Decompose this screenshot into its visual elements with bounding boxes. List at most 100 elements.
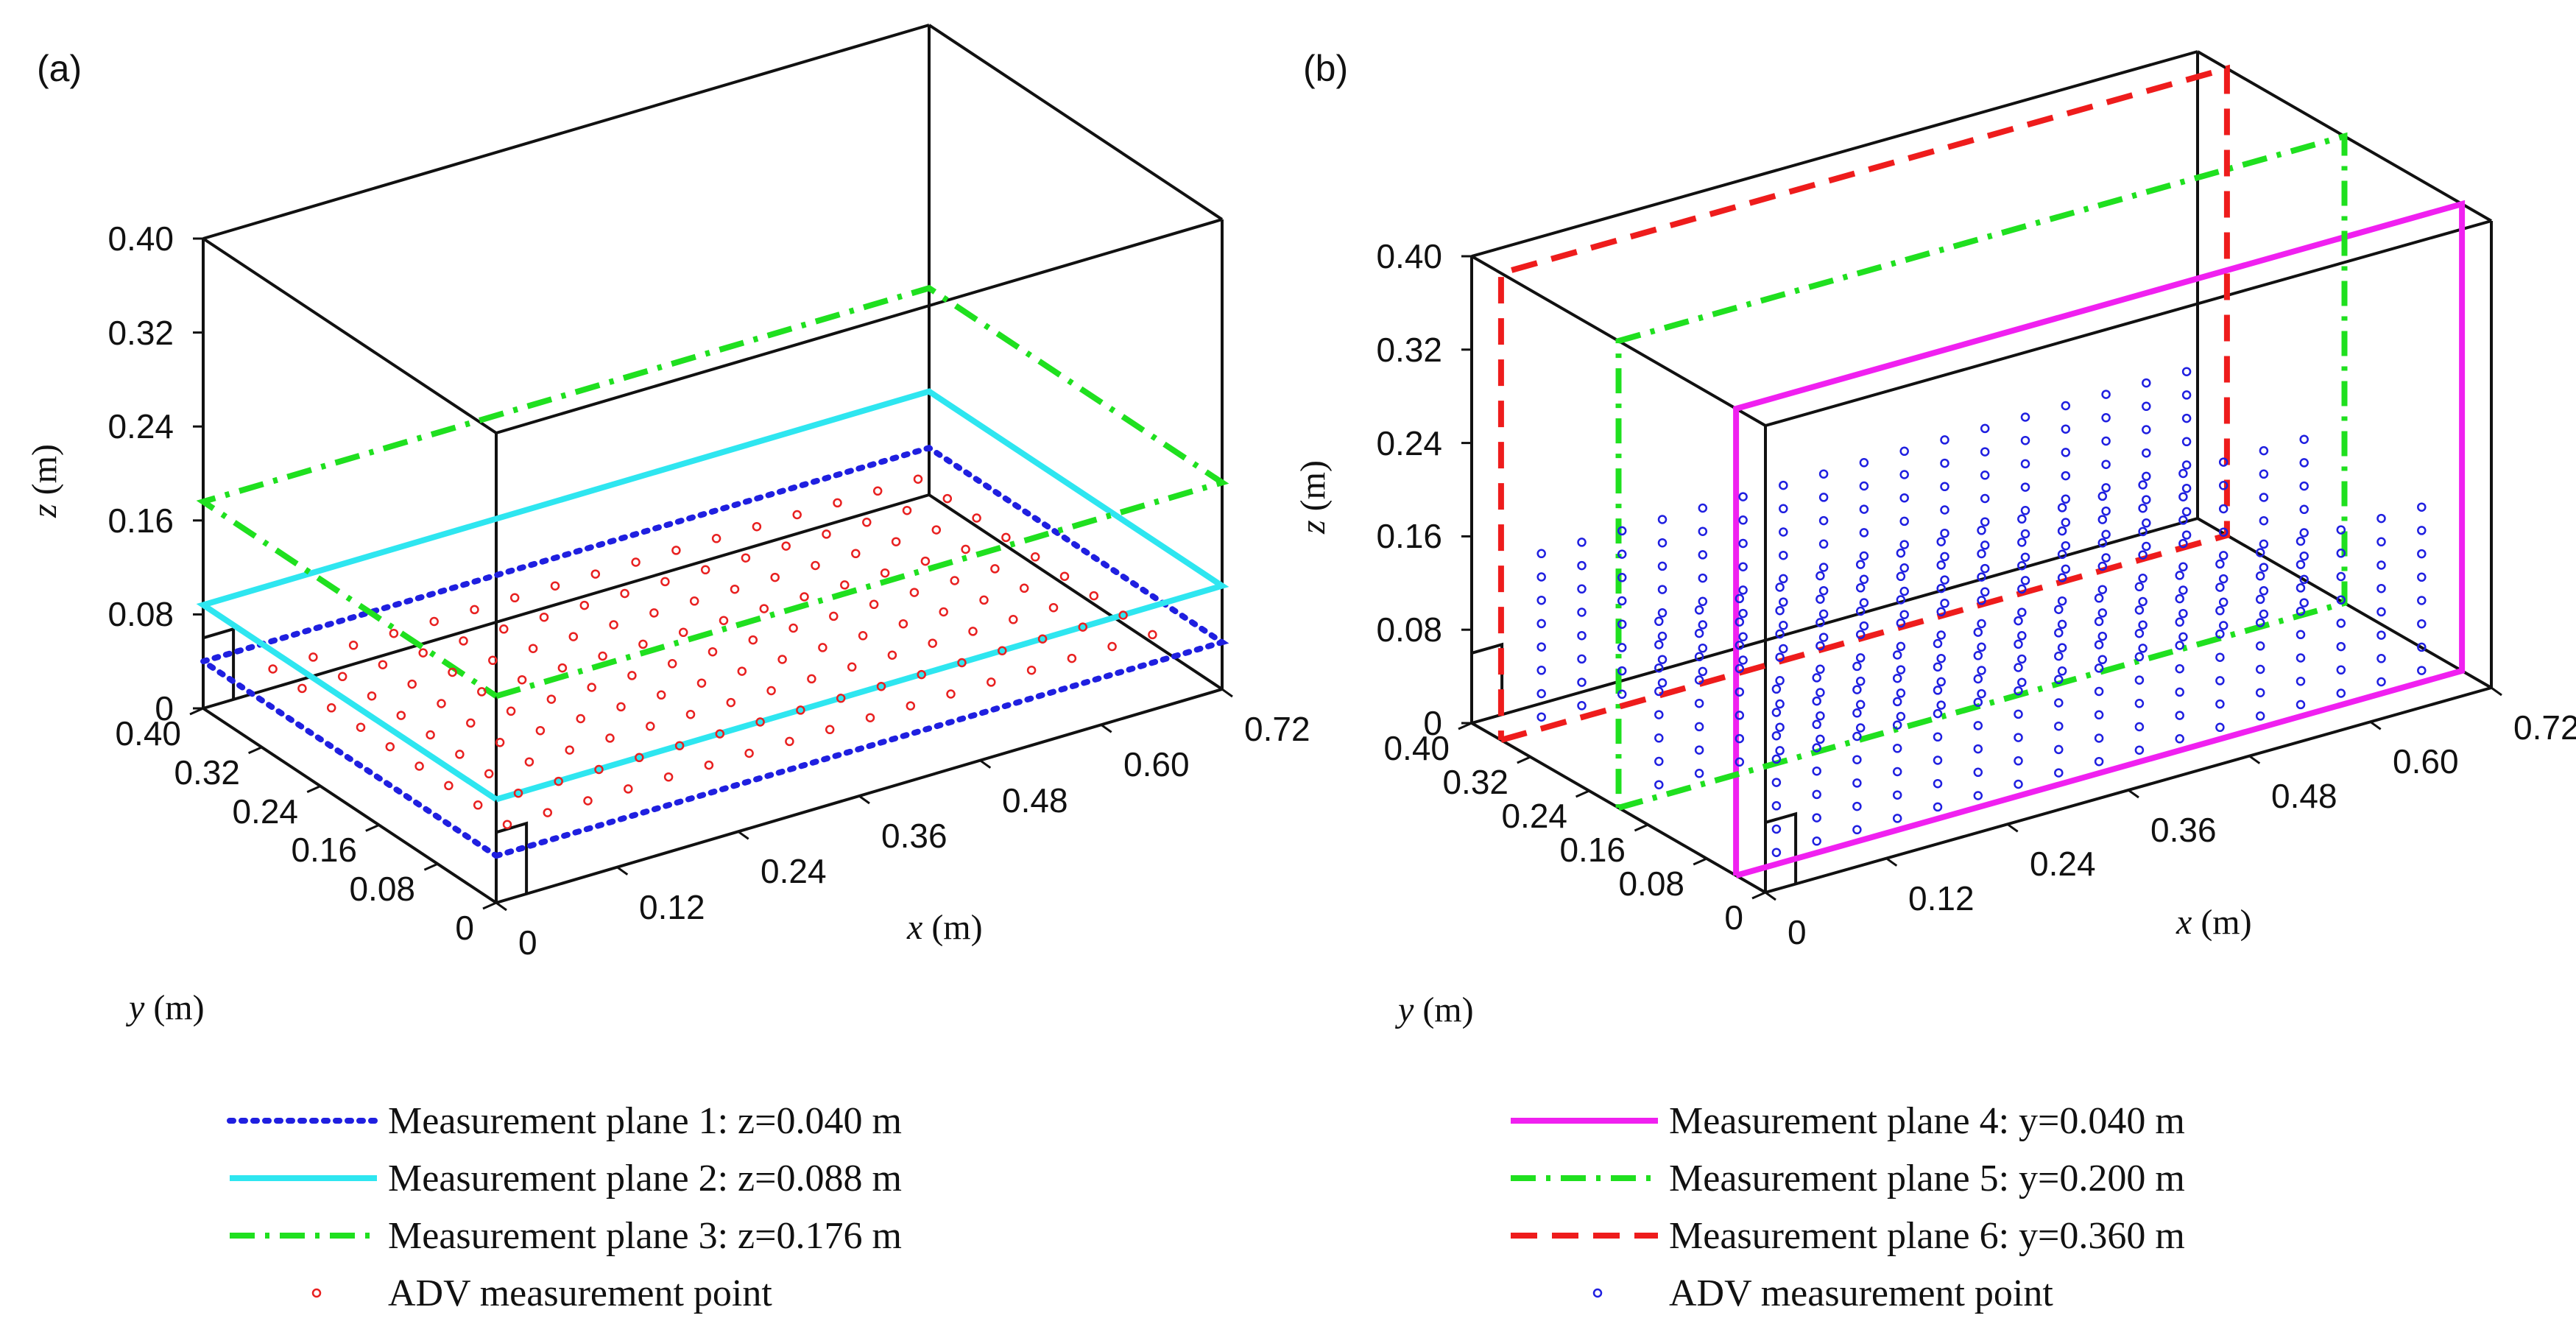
adv-point [528,644,538,653]
measurement-plane-line [196,388,1229,803]
box-edge [928,24,1224,221]
x-tick-label: 0 [518,923,537,962]
adv-point [2020,506,2030,515]
x-tick-mark [2128,789,2139,799]
legend-marker [311,1288,322,1298]
adv-point [1980,493,1990,504]
adv-point [1654,780,1664,789]
adv-point [796,705,805,715]
adv-point [1973,627,1983,637]
adv-point [1657,585,1668,594]
adv-point [2101,413,2111,423]
adv-point [748,635,758,645]
adv-point [2296,606,2306,616]
adv-point [1694,745,1704,755]
adv-point [2097,631,2108,641]
adv-point [1933,686,1943,695]
x-tick-label: 0.48 [2271,777,2337,815]
adv-point [1815,571,1825,581]
adv-point [1899,470,1909,479]
adv-point [1779,621,1788,630]
x-tick-mark [616,866,629,876]
adv-point [1815,641,1825,651]
adv-point [1940,435,1949,445]
adv-point [2296,653,2306,663]
adv-point [583,796,593,806]
adv-point [2376,537,2386,547]
adv-point [2215,699,2225,709]
adv-point [1899,610,1909,619]
x-tick-label: 0.60 [1123,745,1190,783]
adv-point [2181,483,2192,493]
adv-point [2101,553,2111,563]
adv-point [2376,583,2386,593]
x-tick-mark [1765,891,1776,901]
adv-point [2061,448,2071,457]
adv-point [2215,629,2225,639]
adv-point [1771,801,1782,811]
adv-point [2218,551,2229,560]
adv-point [2134,722,2145,732]
adv-point [2094,593,2104,603]
adv-point [2057,573,2067,582]
adv-point [928,638,937,648]
adv-point [1859,504,1869,514]
adv-point [2101,529,2111,540]
adv-point [1738,655,1748,665]
adv-point [1775,582,1785,592]
adv-point [444,781,454,791]
adv-point [2299,574,2309,585]
adv-point [1735,757,1745,767]
adv-point [1577,607,1587,617]
adv-point [1009,615,1018,624]
adv-point [2376,654,2386,663]
adv-point [1855,606,1866,616]
adv-point [1818,633,1829,642]
adv-point [1694,605,1704,615]
y-tick-mark [1634,823,1649,832]
adv-point [1694,675,1704,685]
adv-point [1059,571,1070,581]
adv-point [609,620,618,630]
adv-point [2020,576,2030,585]
z-tick-label: 0 [155,689,174,728]
adv-point [1536,595,1546,605]
adv-point [1899,516,1909,526]
adv-point [1933,662,1943,672]
adv-point [1852,825,1862,835]
adv-point [509,593,520,603]
box-edge [202,707,498,904]
adv-point [1940,575,1949,585]
adv-point [418,648,428,658]
adv-point [1855,723,1866,733]
adv-point [1899,493,1909,503]
adv-point [1892,814,1902,823]
adv-point [2057,643,2067,652]
adv-point [2101,436,2111,446]
adv-point [2255,641,2265,651]
adv-point [2101,390,2111,399]
adv-point [1775,652,1785,662]
adv-point [1698,573,1708,583]
adv-point [426,730,435,740]
adv-point [2259,586,2269,596]
adv-point [2417,642,2427,652]
adv-point [2417,596,2427,605]
adv-point [737,666,747,676]
adv-point [1779,597,1788,607]
adv-point [2057,549,2067,560]
y-tick-label: 0.40 [115,714,181,753]
adv-point [2218,504,2229,514]
adv-point [1654,756,1664,767]
adv-point [942,493,953,504]
adv-point [348,641,359,650]
adv-point [598,651,607,661]
x-tick-mark [979,759,992,769]
adv-point [931,525,942,535]
y-tick-label: 0.24 [1501,797,1567,835]
adv-point [1694,652,1704,662]
x-axis-label: x (m) [2176,903,2252,942]
adv-point [1936,560,1946,570]
adv-point [448,667,457,677]
adv-point [2218,481,2229,490]
